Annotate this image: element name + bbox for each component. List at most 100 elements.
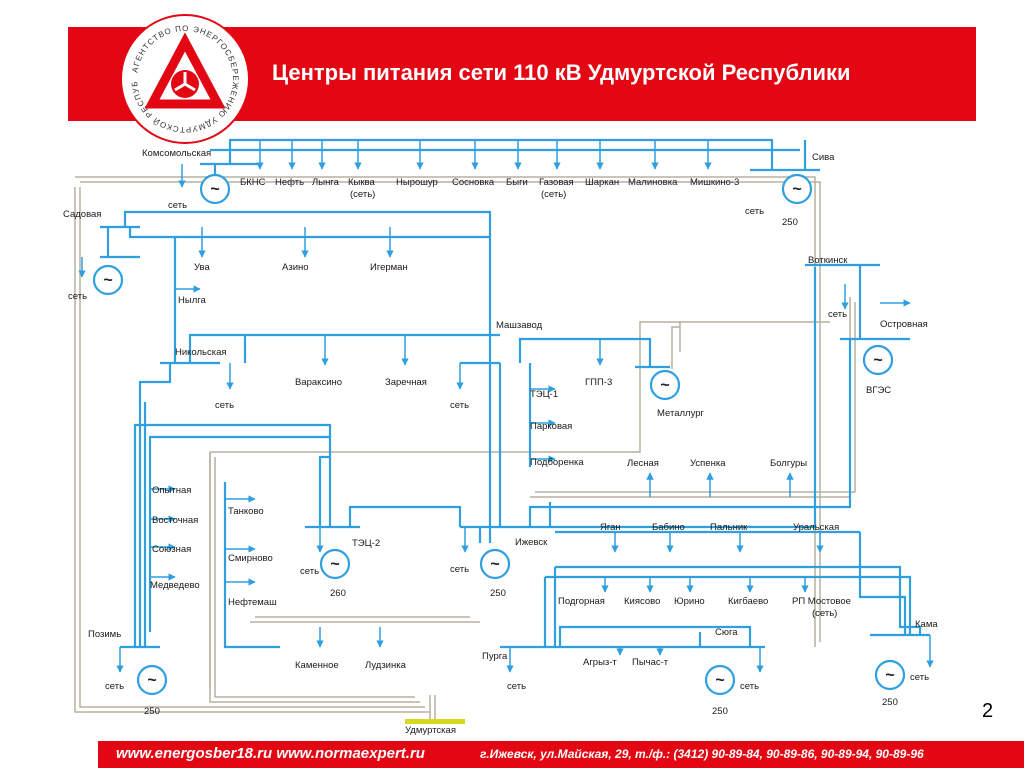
- svg-text:Мишкино-3: Мишкино-3: [690, 177, 739, 188]
- svg-text:Воткинск: Воткинск: [808, 255, 848, 266]
- svg-text:Успенка: Успенка: [690, 458, 726, 469]
- svg-text:Яган: Яган: [600, 522, 621, 533]
- footer-bar: www.energosber18.ru www.normaexpert.ru г…: [98, 741, 1024, 768]
- svg-text:ТЭЦ-1: ТЭЦ-1: [530, 389, 558, 400]
- svg-text:Ува: Ува: [194, 262, 210, 273]
- svg-text:сеть: сеть: [215, 400, 234, 411]
- svg-text:(сеть): (сеть): [812, 608, 837, 619]
- svg-text:сеть: сеть: [168, 200, 187, 211]
- svg-text:БКНС: БКНС: [240, 177, 266, 188]
- svg-text:Металлург: Металлург: [657, 408, 705, 419]
- svg-text:сеть: сеть: [910, 672, 929, 683]
- svg-text:Нылга: Нылга: [178, 295, 206, 306]
- svg-text:ВГЭС: ВГЭС: [866, 385, 891, 396]
- svg-text:Никольская: Никольская: [175, 347, 227, 358]
- feeder-arrows: [78, 140, 934, 673]
- power-network-diagram: ~ ~ ~ ~ ~ ~ ~ ~ ~ ~ Комсомольская БКНС Н…: [60, 127, 950, 739]
- svg-text:Машзавод: Машзавод: [496, 320, 543, 331]
- svg-text:Нефть: Нефть: [275, 177, 304, 188]
- gray-lines: [74, 176, 856, 723]
- svg-text:Шаркан: Шаркан: [585, 177, 619, 188]
- svg-text:250: 250: [782, 217, 798, 228]
- svg-text:Смирново: Смирново: [228, 553, 273, 564]
- svg-text:Пурга: Пурга: [482, 651, 508, 662]
- svg-text:Позимь: Позимь: [88, 629, 121, 640]
- svg-text:250: 250: [144, 706, 160, 717]
- generator-symbols: ~ ~ ~ ~ ~ ~ ~ ~ ~ ~: [103, 181, 894, 689]
- svg-text:сеть: сеть: [740, 681, 759, 692]
- generator-vges: [862, 344, 894, 376]
- svg-text:Танково: Танково: [228, 506, 264, 517]
- svg-text:Подгорная: Подгорная: [558, 596, 605, 607]
- svg-text:сеть: сеть: [507, 681, 526, 692]
- svg-text:~: ~: [660, 377, 669, 394]
- svg-text:сеть: сеть: [68, 291, 87, 302]
- svg-text:Лудзинка: Лудзинка: [365, 660, 407, 671]
- svg-text:Нырошур: Нырошур: [396, 177, 438, 188]
- svg-text:Кыква: Кыква: [348, 177, 375, 188]
- svg-text:~: ~: [792, 181, 801, 198]
- svg-text:РП Мостовое: РП Мостовое: [792, 596, 851, 607]
- svg-text:сеть: сеть: [450, 564, 469, 575]
- generator-syuga: [704, 664, 736, 696]
- generator-kama: [874, 659, 906, 691]
- svg-text:~: ~: [715, 672, 724, 689]
- svg-text:~: ~: [147, 672, 156, 689]
- svg-text:сеть: сеть: [105, 681, 124, 692]
- generators: [92, 173, 906, 696]
- svg-text:Сюга: Сюга: [715, 627, 738, 638]
- generator-sadovaya: [92, 264, 124, 296]
- svg-text:(сеть): (сеть): [350, 189, 375, 200]
- svg-text:Бабино: Бабино: [652, 522, 685, 533]
- svg-text:Комсомольская: Комсомольская: [142, 148, 211, 159]
- svg-text:~: ~: [330, 556, 339, 573]
- node-labels: Комсомольская БКНС Нефть Лынга Кыква (се…: [63, 148, 938, 736]
- svg-text:Малиновка: Малиновка: [628, 177, 678, 188]
- svg-text:Быги: Быги: [506, 177, 528, 188]
- svg-text:Лынга: Лынга: [312, 177, 340, 188]
- agency-logo: АГЕНТСТВО ПО ЭНЕРГОСБЕРЕЖЕНИЮ УДМУРТСКОЙ…: [115, 5, 252, 146]
- svg-text:ТЭЦ-2: ТЭЦ-2: [352, 538, 380, 549]
- svg-text:Восточная: Восточная: [152, 515, 198, 526]
- svg-text:250: 250: [712, 706, 728, 717]
- svg-text:Медведево: Медведево: [150, 580, 200, 591]
- svg-text:Игерман: Игерман: [370, 262, 408, 273]
- svg-text:Нефтемаш: Нефтемаш: [228, 597, 277, 608]
- page-number: 2: [982, 700, 994, 722]
- footer-address: г.Ижевск, ул.Майская, 29, т./ф.: (3412) …: [480, 747, 924, 761]
- svg-text:Агрыз-т: Агрыз-т: [583, 657, 617, 668]
- page-title: Центры питания сети 110 кВ Удмуртской Ре…: [272, 60, 851, 85]
- svg-text:Киясово: Киясово: [624, 596, 660, 607]
- svg-text:Юрино: Юрино: [674, 596, 705, 607]
- blue-lines: [100, 138, 930, 649]
- udmurtskaya-bus: [405, 719, 465, 724]
- svg-text:сеть: сеть: [745, 206, 764, 217]
- svg-text:~: ~: [490, 556, 499, 573]
- svg-text:Уральская: Уральская: [793, 522, 839, 533]
- svg-text:Вараксино: Вараксино: [295, 377, 342, 388]
- svg-text:Союзная: Союзная: [152, 544, 191, 555]
- svg-text:Заречная: Заречная: [385, 377, 427, 388]
- svg-text:сеть: сеть: [450, 400, 469, 411]
- generator-izhevsk: [479, 548, 511, 580]
- generator-metallurg: [649, 369, 681, 401]
- svg-text:Пычас-т: Пычас-т: [632, 657, 669, 668]
- generator-tets2: [319, 548, 351, 580]
- svg-text:ГПП-3: ГПП-3: [585, 377, 612, 388]
- footer-websites[interactable]: www.energosber18.ru www.normaexpert.ru: [116, 745, 425, 762]
- svg-text:Садовая: Садовая: [63, 209, 101, 220]
- svg-text:Подборенка: Подборенка: [530, 457, 584, 468]
- svg-text:сеть: сеть: [828, 309, 847, 320]
- svg-text:Лесная: Лесная: [627, 458, 659, 469]
- svg-text:Каменное: Каменное: [295, 660, 339, 671]
- svg-text:Сосновка: Сосновка: [452, 177, 495, 188]
- svg-text:Кама: Кама: [915, 619, 938, 630]
- svg-text:~: ~: [873, 352, 882, 369]
- svg-text:Болгуры: Болгуры: [770, 458, 807, 469]
- svg-text:Ижевск: Ижевск: [515, 537, 548, 548]
- svg-text:250: 250: [882, 697, 898, 708]
- svg-text:Газовая: Газовая: [539, 177, 574, 188]
- svg-text:~: ~: [103, 272, 112, 289]
- svg-text:сеть: сеть: [300, 566, 319, 577]
- generator-pozim: [136, 664, 168, 696]
